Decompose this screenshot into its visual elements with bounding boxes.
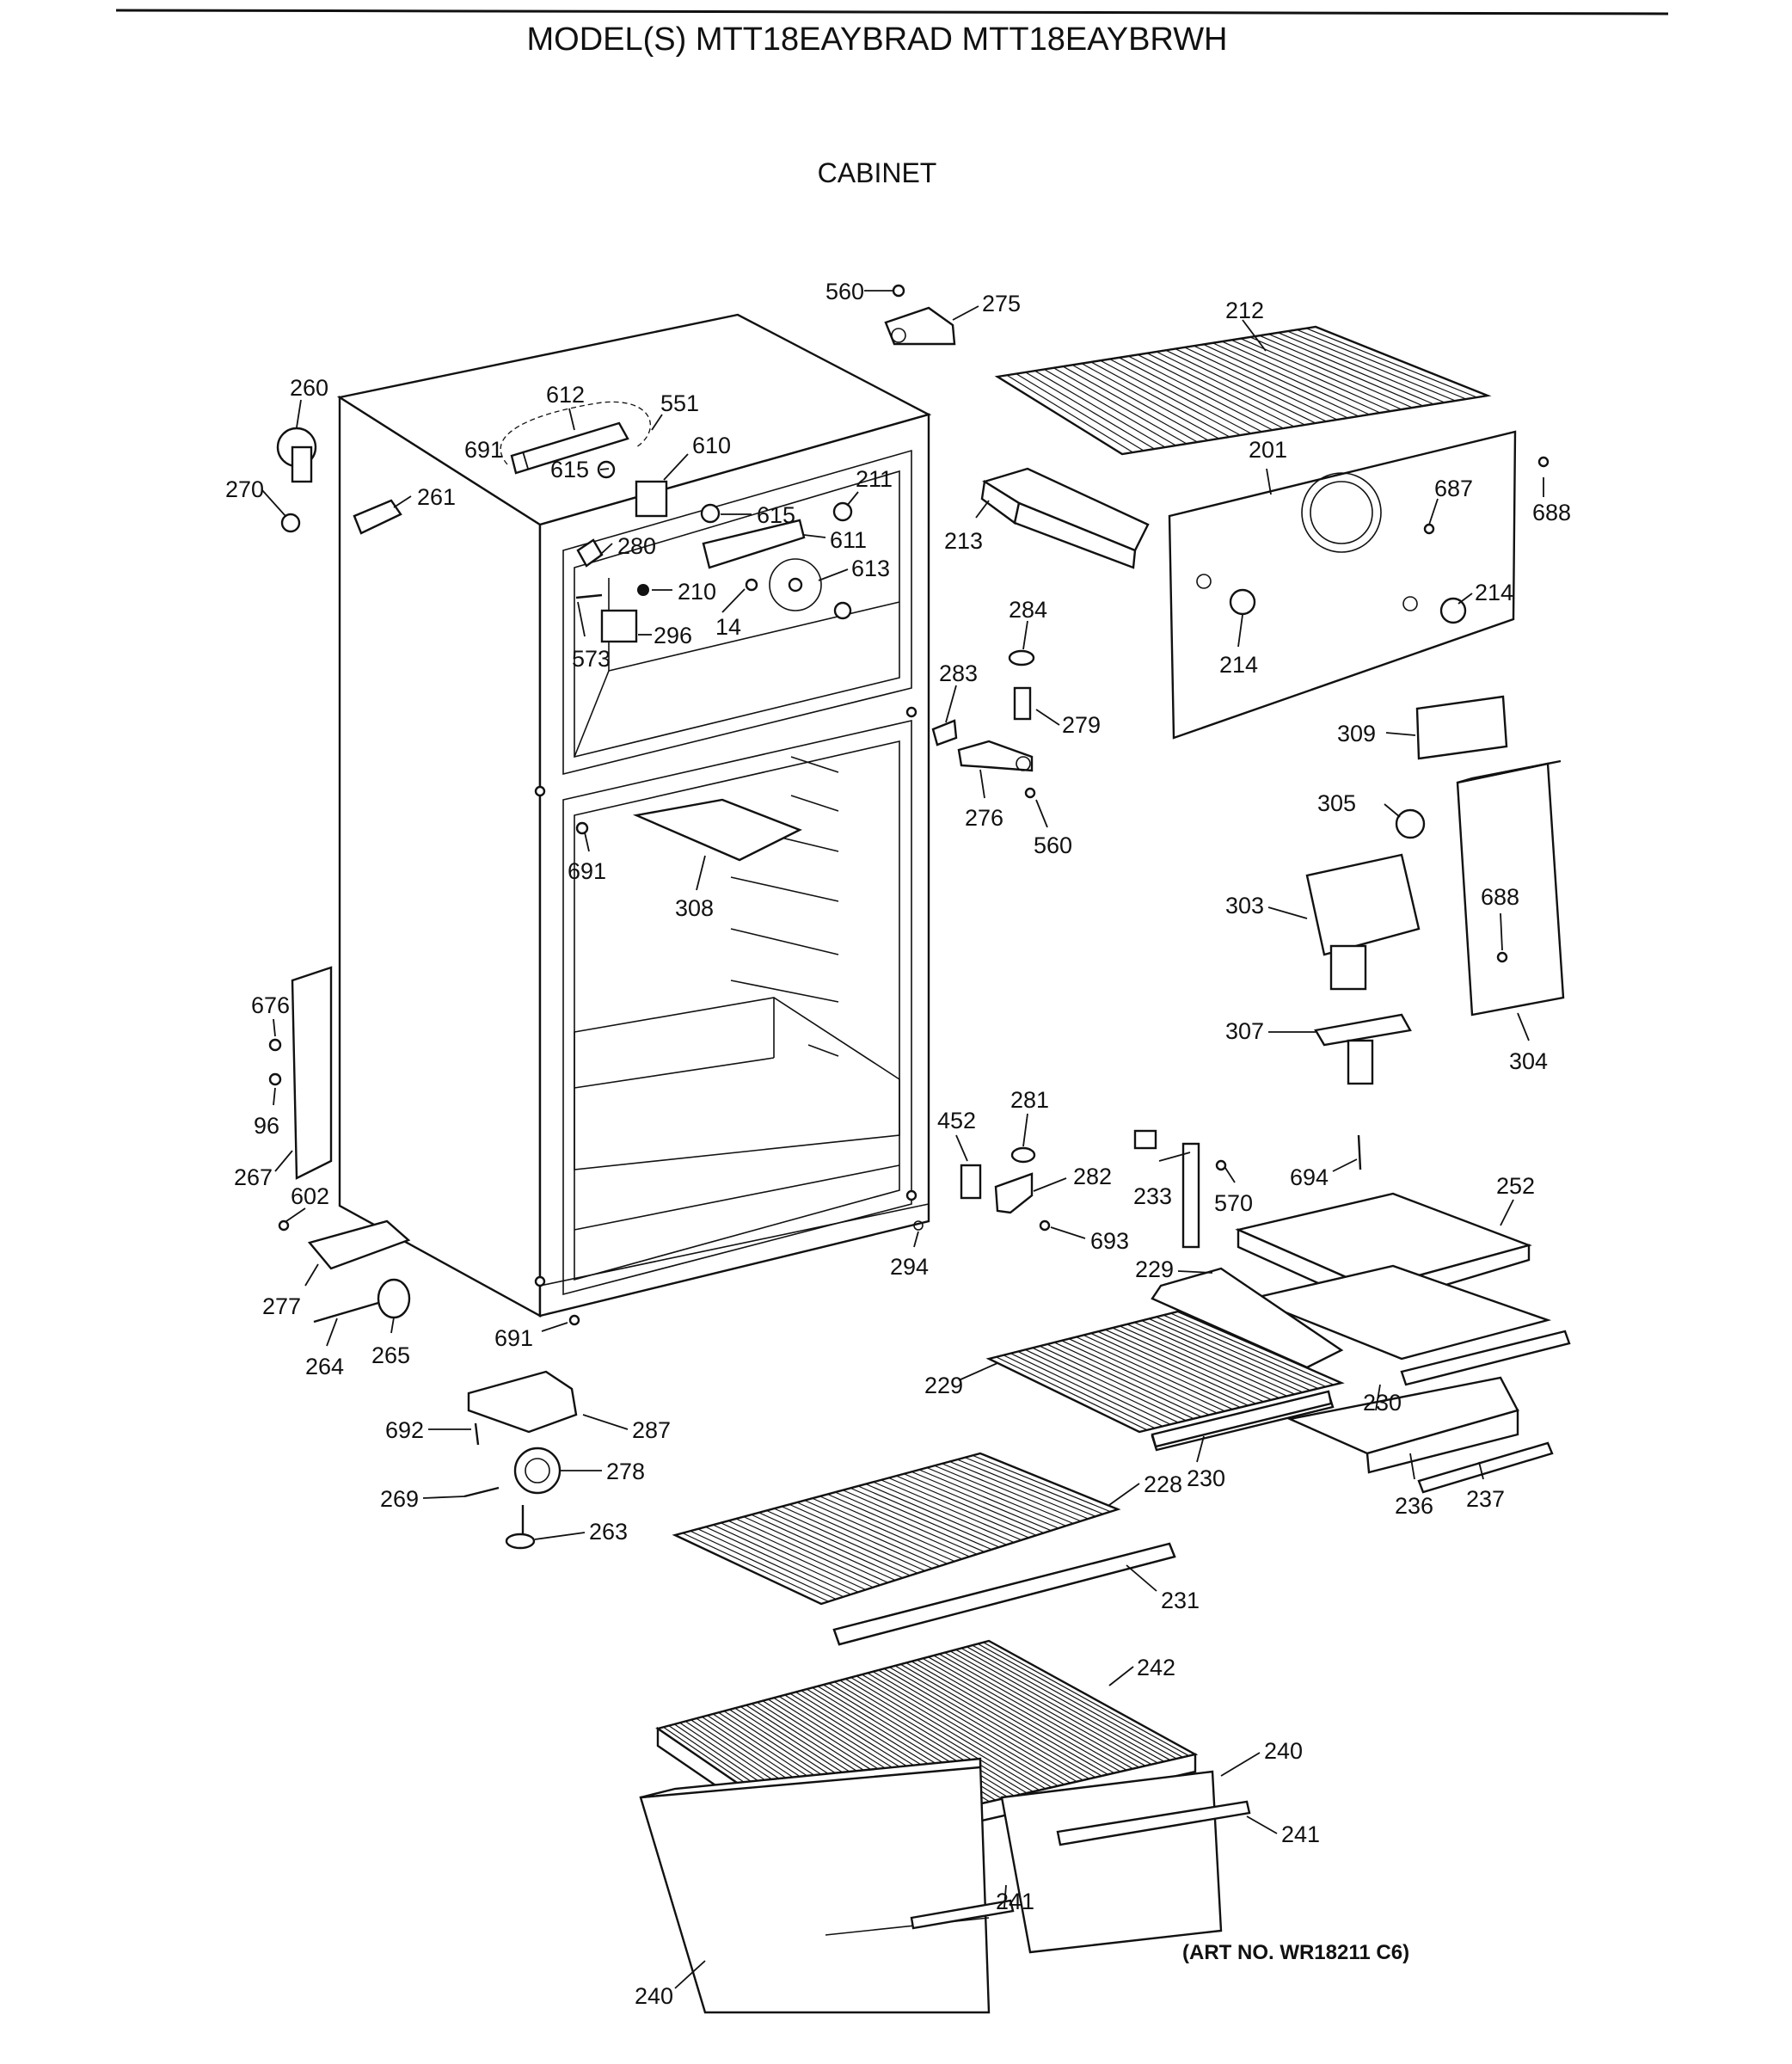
callout-304: 304 <box>1509 1048 1548 1074</box>
callout-283: 283 <box>939 660 978 686</box>
callout-278: 278 <box>606 1459 645 1484</box>
callout-241-b: 241 <box>996 1889 1034 1914</box>
callout-214-b: 214 <box>1475 580 1513 605</box>
callout-602: 602 <box>291 1183 329 1209</box>
callout-277: 277 <box>262 1293 301 1319</box>
callout-560-top: 560 <box>825 279 864 304</box>
callout-615-b: 615 <box>757 502 795 528</box>
callout-294: 294 <box>890 1254 929 1280</box>
section-title: CABINET <box>818 157 937 188</box>
model-title: MODEL(S) MTT18EAYBRAD MTT18EAYBRWH <box>526 22 1227 58</box>
callout-237: 237 <box>1466 1486 1505 1512</box>
freezer-wire-shelf-212 <box>994 325 1492 456</box>
callout-270: 270 <box>225 476 264 502</box>
callout-261: 261 <box>417 484 456 510</box>
callout-230-b: 230 <box>1187 1465 1225 1491</box>
callout-307: 307 <box>1225 1018 1264 1044</box>
callout-263: 263 <box>589 1519 628 1545</box>
callout-613: 613 <box>851 556 890 581</box>
callout-229-a: 229 <box>1135 1256 1174 1282</box>
callout-242: 242 <box>1137 1655 1175 1680</box>
callout-610: 610 <box>692 433 731 458</box>
callout-276: 276 <box>965 805 1003 831</box>
callout-240-b: 240 <box>635 1983 673 2009</box>
callout-694: 694 <box>1290 1164 1329 1190</box>
glass-shelf-252 <box>1235 1192 1571 1386</box>
callout-210: 210 <box>678 579 716 605</box>
crisper-drawer-left-240 <box>639 1757 1015 2014</box>
callout-280: 280 <box>617 533 656 559</box>
callout-282: 282 <box>1073 1164 1112 1189</box>
callout-260: 260 <box>290 375 328 401</box>
callout-570: 570 <box>1214 1190 1253 1216</box>
crisper-drawer-right-240 <box>1000 1770 1251 1954</box>
callout-211: 211 <box>856 466 893 492</box>
callout-213: 213 <box>944 528 983 554</box>
callout-303: 303 <box>1225 893 1264 918</box>
callout-201: 201 <box>1249 437 1287 463</box>
ice-tray-213 <box>980 467 1150 569</box>
callout-236: 236 <box>1395 1493 1433 1519</box>
callout-615-a: 615 <box>550 457 589 482</box>
callout-551: 551 <box>660 390 699 416</box>
callout-231: 231 <box>1161 1588 1200 1613</box>
callout-693: 693 <box>1090 1228 1129 1254</box>
callout-269: 269 <box>380 1486 419 1512</box>
callout-305: 305 <box>1317 790 1356 816</box>
callout-265: 265 <box>371 1342 410 1368</box>
callout-688-b: 688 <box>1481 884 1519 910</box>
callout-691-mid: 691 <box>568 858 606 884</box>
callout-676: 676 <box>251 992 290 1018</box>
callout-560-mid: 560 <box>1034 832 1072 858</box>
callout-214-a: 214 <box>1219 652 1258 678</box>
leader-lines <box>261 290 1544 1989</box>
callout-230-a: 230 <box>1363 1390 1402 1416</box>
callout-241-a: 241 <box>1281 1821 1320 1847</box>
callout-14: 14 <box>715 614 741 640</box>
callout-279: 279 <box>1062 712 1101 738</box>
callout-308: 308 <box>675 895 714 921</box>
callout-573: 573 <box>572 646 611 672</box>
callout-228: 228 <box>1144 1471 1182 1497</box>
callout-264: 264 <box>305 1354 344 1379</box>
callout-252: 252 <box>1496 1173 1535 1199</box>
callout-287: 287 <box>632 1417 671 1443</box>
callout-309: 309 <box>1337 721 1376 746</box>
callout-233: 233 <box>1133 1183 1172 1209</box>
callout-296: 296 <box>654 623 692 648</box>
callout-452: 452 <box>937 1108 976 1133</box>
top-border-rule <box>115 9 1669 15</box>
callout-691-bot: 691 <box>494 1325 533 1351</box>
callout-275: 275 <box>982 291 1021 316</box>
callout-240-a: 240 <box>1264 1738 1303 1764</box>
callout-612: 612 <box>546 382 585 408</box>
callout-212: 212 <box>1225 298 1264 323</box>
callout-688-a: 688 <box>1532 500 1571 525</box>
art-number: (ART NO. WR18211 C6) <box>1182 1941 1409 1964</box>
callout-611: 611 <box>830 527 867 553</box>
callout-687: 687 <box>1434 476 1473 501</box>
callout-96: 96 <box>254 1113 279 1139</box>
snack-pan-236 <box>1286 1376 1554 1494</box>
callout-281: 281 <box>1010 1087 1049 1113</box>
callout-267: 267 <box>234 1164 273 1190</box>
callout-229-b: 229 <box>924 1373 963 1398</box>
small-parts <box>268 284 1565 1646</box>
callout-692: 692 <box>385 1417 424 1443</box>
evaporator-cover-201 <box>1168 430 1517 740</box>
callout-labels: 560 275 212 260 612 551 691 615 610 270 … <box>225 279 1571 2009</box>
callout-284: 284 <box>1009 597 1047 623</box>
callout-691-top: 691 <box>464 437 503 463</box>
